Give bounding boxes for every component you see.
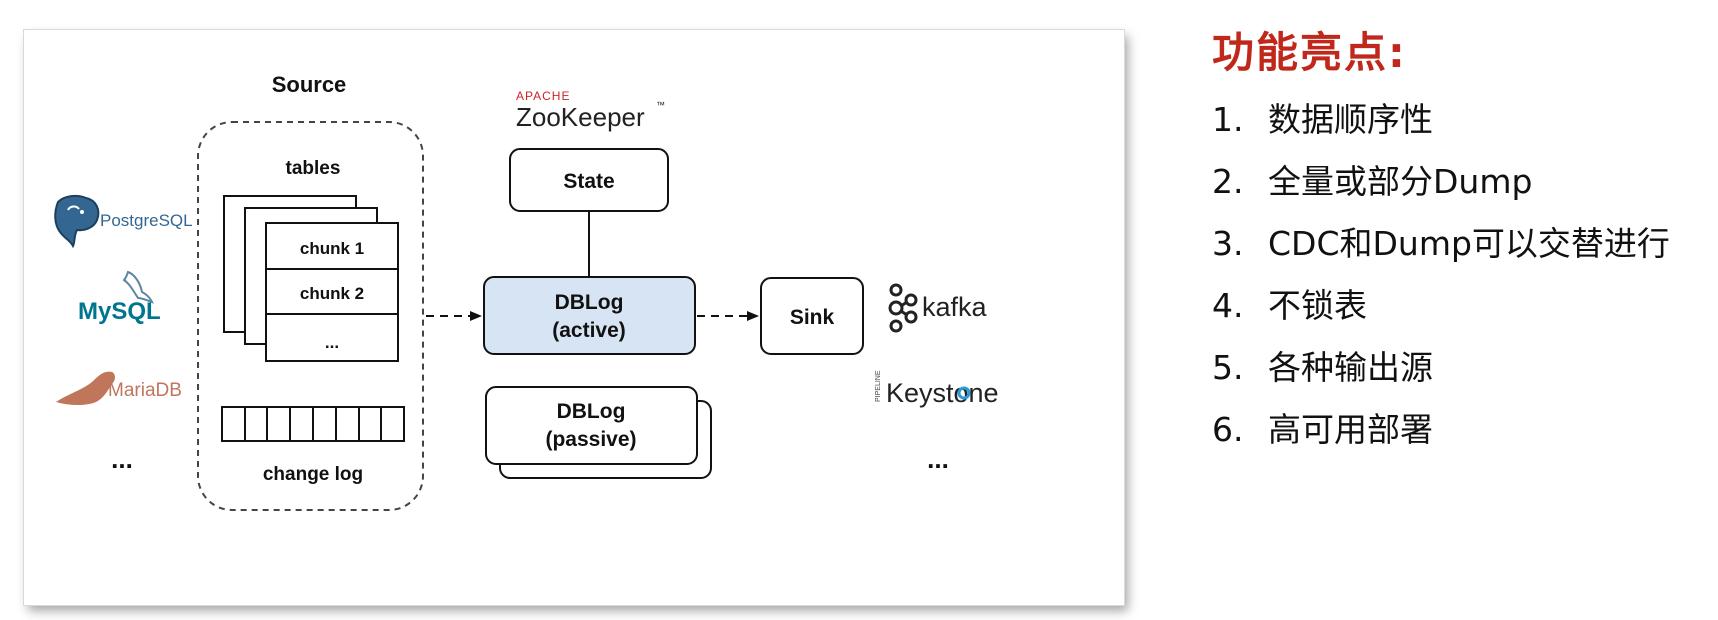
feature-item-1: 1. 数据顺序性 <box>1212 98 1433 142</box>
zookeeper-name: ZooKeeper <box>516 102 645 132</box>
zookeeper-apache-text: APACHE <box>516 89 570 103</box>
mysql-text: MySQL <box>78 298 161 325</box>
feature-number: 4. <box>1212 286 1244 325</box>
dblog-active-box <box>483 276 696 355</box>
features-title: 功能亮点: <box>1212 28 1407 77</box>
features-panel: 功能亮点: 1. 数据顺序性 2. 全量或部分Dump 3. CDC和Dump可以交替… <box>1212 22 1712 449</box>
tables-label: tables <box>286 158 341 179</box>
feature-item-6: 6. 高可用部署 <box>1212 408 1433 452</box>
dblog-active-line2: (active) <box>552 319 626 342</box>
dblog-passive-line1: DBLog <box>557 400 626 423</box>
dblog-active-line1: DBLog <box>555 291 624 314</box>
feature-number: 5. <box>1212 348 1244 387</box>
feature-number: 3. <box>1212 224 1244 263</box>
feature-number: 6. <box>1212 410 1244 449</box>
feature-text: 不锁表 <box>1268 286 1367 325</box>
feature-text: 高可用部署 <box>1268 410 1433 449</box>
postgresql-text: PostgreSQL <box>100 211 193 230</box>
diagram-panel: Source tables chunk 1 chunk 2 ... change… <box>24 30 1124 605</box>
feature-item-5: 5. 各种输出源 <box>1212 346 1433 390</box>
keystone-logo: PIPELINE Keystone <box>875 370 999 408</box>
feature-text: 全量或部分Dump <box>1268 162 1533 201</box>
feature-item-2: 2. 全量或部分Dump <box>1212 160 1532 204</box>
mysql-dolphin-icon <box>122 270 154 304</box>
sink-box <box>760 277 864 355</box>
feature-text: 数据顺序性 <box>1268 100 1433 139</box>
feature-item-4: 4. 不锁表 <box>1212 284 1367 328</box>
zookeeper-logo: APACHE ZooKeeper ™ <box>516 89 665 132</box>
zookeeper-tm: ™ <box>656 100 665 110</box>
table-page-front <box>265 222 399 362</box>
chunk-2-label: chunk 2 <box>300 284 364 303</box>
dblog-passive-box <box>485 386 698 465</box>
state-label: State <box>563 170 614 193</box>
keystone-pipeline-text: PIPELINE <box>875 370 882 402</box>
keystone-text: Keystone <box>886 378 999 408</box>
keystone-icon <box>957 386 971 400</box>
postgresql-logo: PostgreSQL <box>54 194 193 249</box>
source-title: Source <box>272 72 347 97</box>
mariadb-seal-icon <box>56 371 115 405</box>
mariadb-logo: MariaDB <box>56 371 182 405</box>
dblog-passive-line2: (passive) <box>545 428 636 451</box>
dblog-architecture-diagram: Source tables chunk 1 chunk 2 ... change… <box>54 72 999 511</box>
kafka-icon <box>888 283 918 333</box>
feature-number: 2. <box>1212 162 1244 201</box>
feature-text: 各种输出源 <box>1268 348 1433 387</box>
feature-number: 1. <box>1212 100 1244 139</box>
source-more: ... <box>111 444 133 474</box>
sink-more: ... <box>927 444 949 474</box>
sink-label: Sink <box>790 306 835 329</box>
kafka-text: kafka <box>922 292 988 322</box>
chunk-more-label: ... <box>325 333 339 352</box>
mysql-logo: MySQL <box>78 270 161 325</box>
postgresql-elephant-icon <box>54 194 100 249</box>
change-log-strip <box>221 406 405 442</box>
chunk-1-label: chunk 1 <box>300 239 364 258</box>
source-container <box>197 121 424 511</box>
change-log-label: change log <box>263 464 363 485</box>
kafka-logo: kafka <box>888 283 988 333</box>
feature-item-3: 3. CDC和Dump可以交替进行 <box>1212 222 1670 266</box>
mariadb-text: MariaDB <box>108 380 182 401</box>
feature-text: CDC和Dump可以交替进行 <box>1268 224 1670 263</box>
